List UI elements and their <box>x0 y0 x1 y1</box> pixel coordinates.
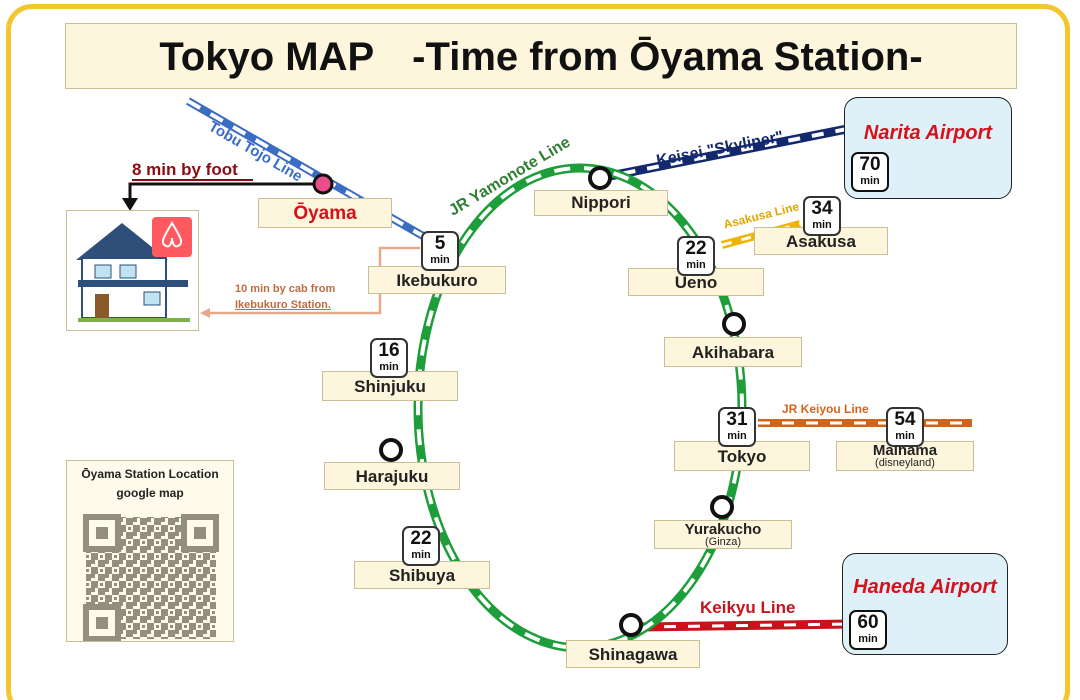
station-asakusa: Asakusa <box>754 227 888 255</box>
station-yurakucho: Yurakucho (Ginza) <box>654 520 792 549</box>
time-unit: min <box>411 549 431 561</box>
title-main: Tokyo MAP <box>159 35 375 79</box>
keikyu-line <box>639 619 851 632</box>
time-maihama-value: 54 <box>894 409 916 430</box>
time-unit: min <box>686 259 706 271</box>
time-narita-value: 70 <box>859 154 881 175</box>
qr-caption-line1: Ōyama Station Location <box>81 467 219 481</box>
cab-label-line1: 10 min by cab from <box>235 283 336 295</box>
narita-airport-name: Narita Airport <box>863 122 993 144</box>
keisei-skyliner-line <box>599 123 853 183</box>
keikyu-line-label: Keikyu Line <box>700 598 796 617</box>
station-maihama-name: Maihama <box>872 442 938 459</box>
walk-label: 8 min by foot <box>132 160 238 179</box>
marker-nippori <box>588 166 612 190</box>
haneda-airport-name: Haneda Airport <box>853 576 997 598</box>
walk-arrow <box>122 179 322 211</box>
marker-shinagawa <box>619 613 643 637</box>
marker-oyama <box>312 173 334 195</box>
accommodation-box <box>66 210 199 331</box>
keiyou-line-label: JR Keiyou Line <box>782 402 869 416</box>
marker-yurakucho <box>710 495 734 519</box>
time-unit: min <box>812 219 832 231</box>
cab-label-line2: Ikebukuro Station. <box>235 299 331 311</box>
time-haneda-value: 60 <box>857 612 879 633</box>
time-shibuya-value: 22 <box>410 528 432 549</box>
time-tokyo-value: 31 <box>726 409 748 430</box>
station-shinagawa: Shinagawa <box>566 640 700 668</box>
marker-harajuku <box>379 438 403 462</box>
cab-label: 10 min by cab from Ikebukuro Station. <box>235 281 335 313</box>
title-sub: -Time from Ōyama Station- <box>412 35 923 79</box>
station-markers <box>312 166 746 637</box>
station-oyama: Ōyama <box>258 198 392 228</box>
time-unit: min <box>860 175 880 187</box>
time-ikebukuro-value: 5 <box>434 233 446 254</box>
qr-location-box: Ōyama Station Location google map <box>66 460 234 642</box>
station-maihama-sub: (disneyland) <box>875 457 935 469</box>
station-nippori: Nippori <box>534 190 668 216</box>
station-yurakucho-sub: (Ginza) <box>704 536 742 548</box>
time-ueno-value: 22 <box>685 238 707 259</box>
qr-caption-line2: google map <box>116 486 184 500</box>
time-unit: min <box>727 430 747 442</box>
station-akihabara: Akihabara <box>664 337 802 367</box>
station-yurakucho-name: Yurakucho <box>684 521 762 538</box>
marker-akihabara <box>722 312 746 336</box>
arrow-icon <box>122 198 138 211</box>
time-unit: min <box>379 361 399 373</box>
time-unit: min <box>858 633 878 645</box>
time-unit: min <box>430 254 450 266</box>
house-icon <box>76 223 190 322</box>
time-asakusa-value: 34 <box>811 198 833 219</box>
time-shinjuku-value: 16 <box>378 340 400 361</box>
time-unit: min <box>895 430 915 442</box>
airbnb-logo-icon <box>152 217 192 257</box>
map-frame <box>6 4 1070 700</box>
map-title: Tokyo MAP -Time from Ōyama Station- <box>65 23 1017 89</box>
station-harajuku: Harajuku <box>324 462 460 490</box>
